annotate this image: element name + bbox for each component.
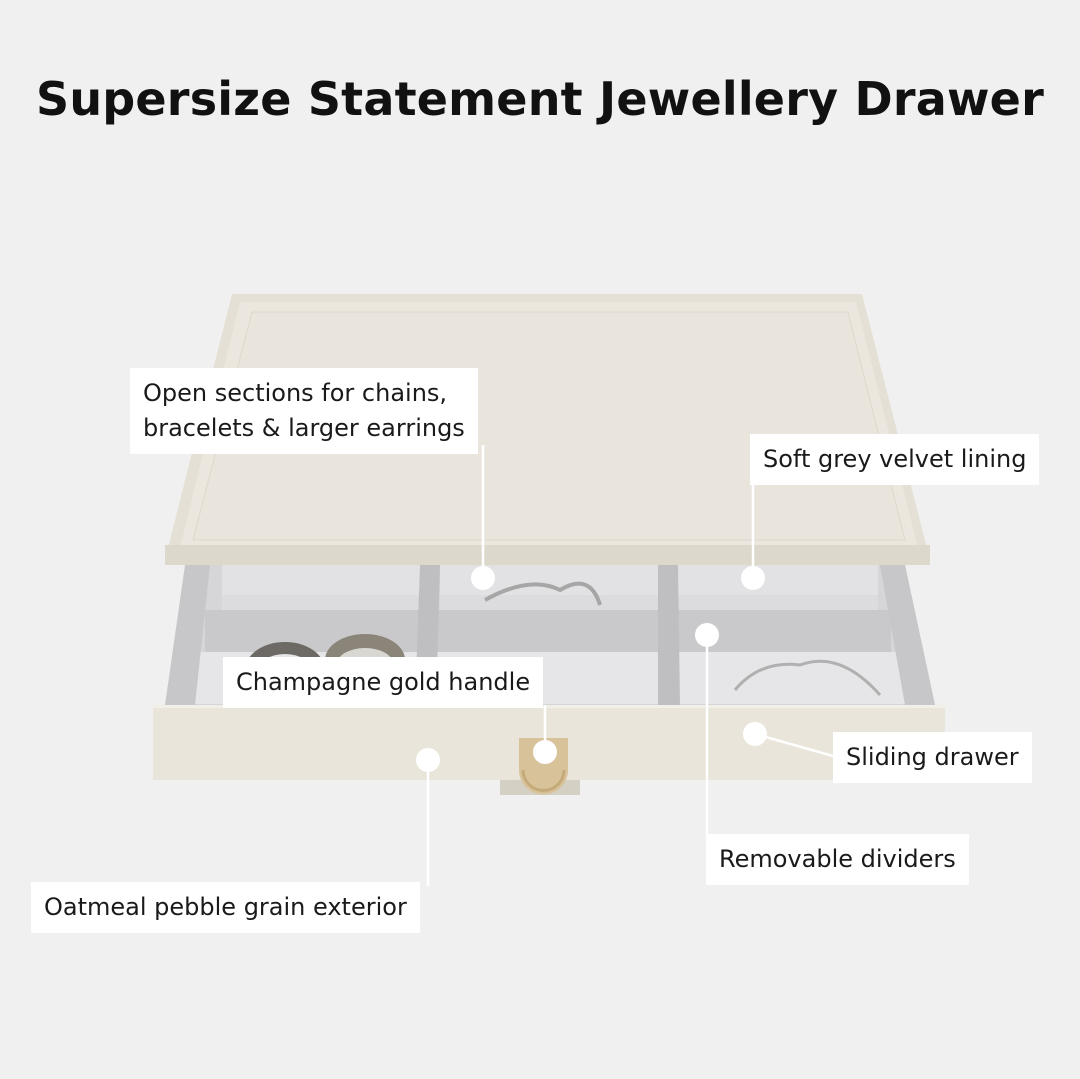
callout-leaders bbox=[426, 445, 834, 886]
callout-handle: Champagne gold handle bbox=[223, 657, 544, 708]
callout-open-sections: Open sections for chains, bracelets & la… bbox=[130, 368, 478, 454]
drawer-box bbox=[165, 294, 930, 565]
callout-exterior: Oatmeal pebble grain exterior bbox=[31, 882, 420, 933]
callout-velvet-lining: Soft grey velvet lining bbox=[750, 434, 1040, 485]
callout-dots bbox=[416, 566, 767, 772]
page-title: Supersize Statement Jewellery Drawer bbox=[36, 72, 1044, 126]
callout-removable-dividers: Removable dividers bbox=[706, 834, 969, 885]
callout-sliding-drawer: Sliding drawer bbox=[833, 732, 1032, 783]
